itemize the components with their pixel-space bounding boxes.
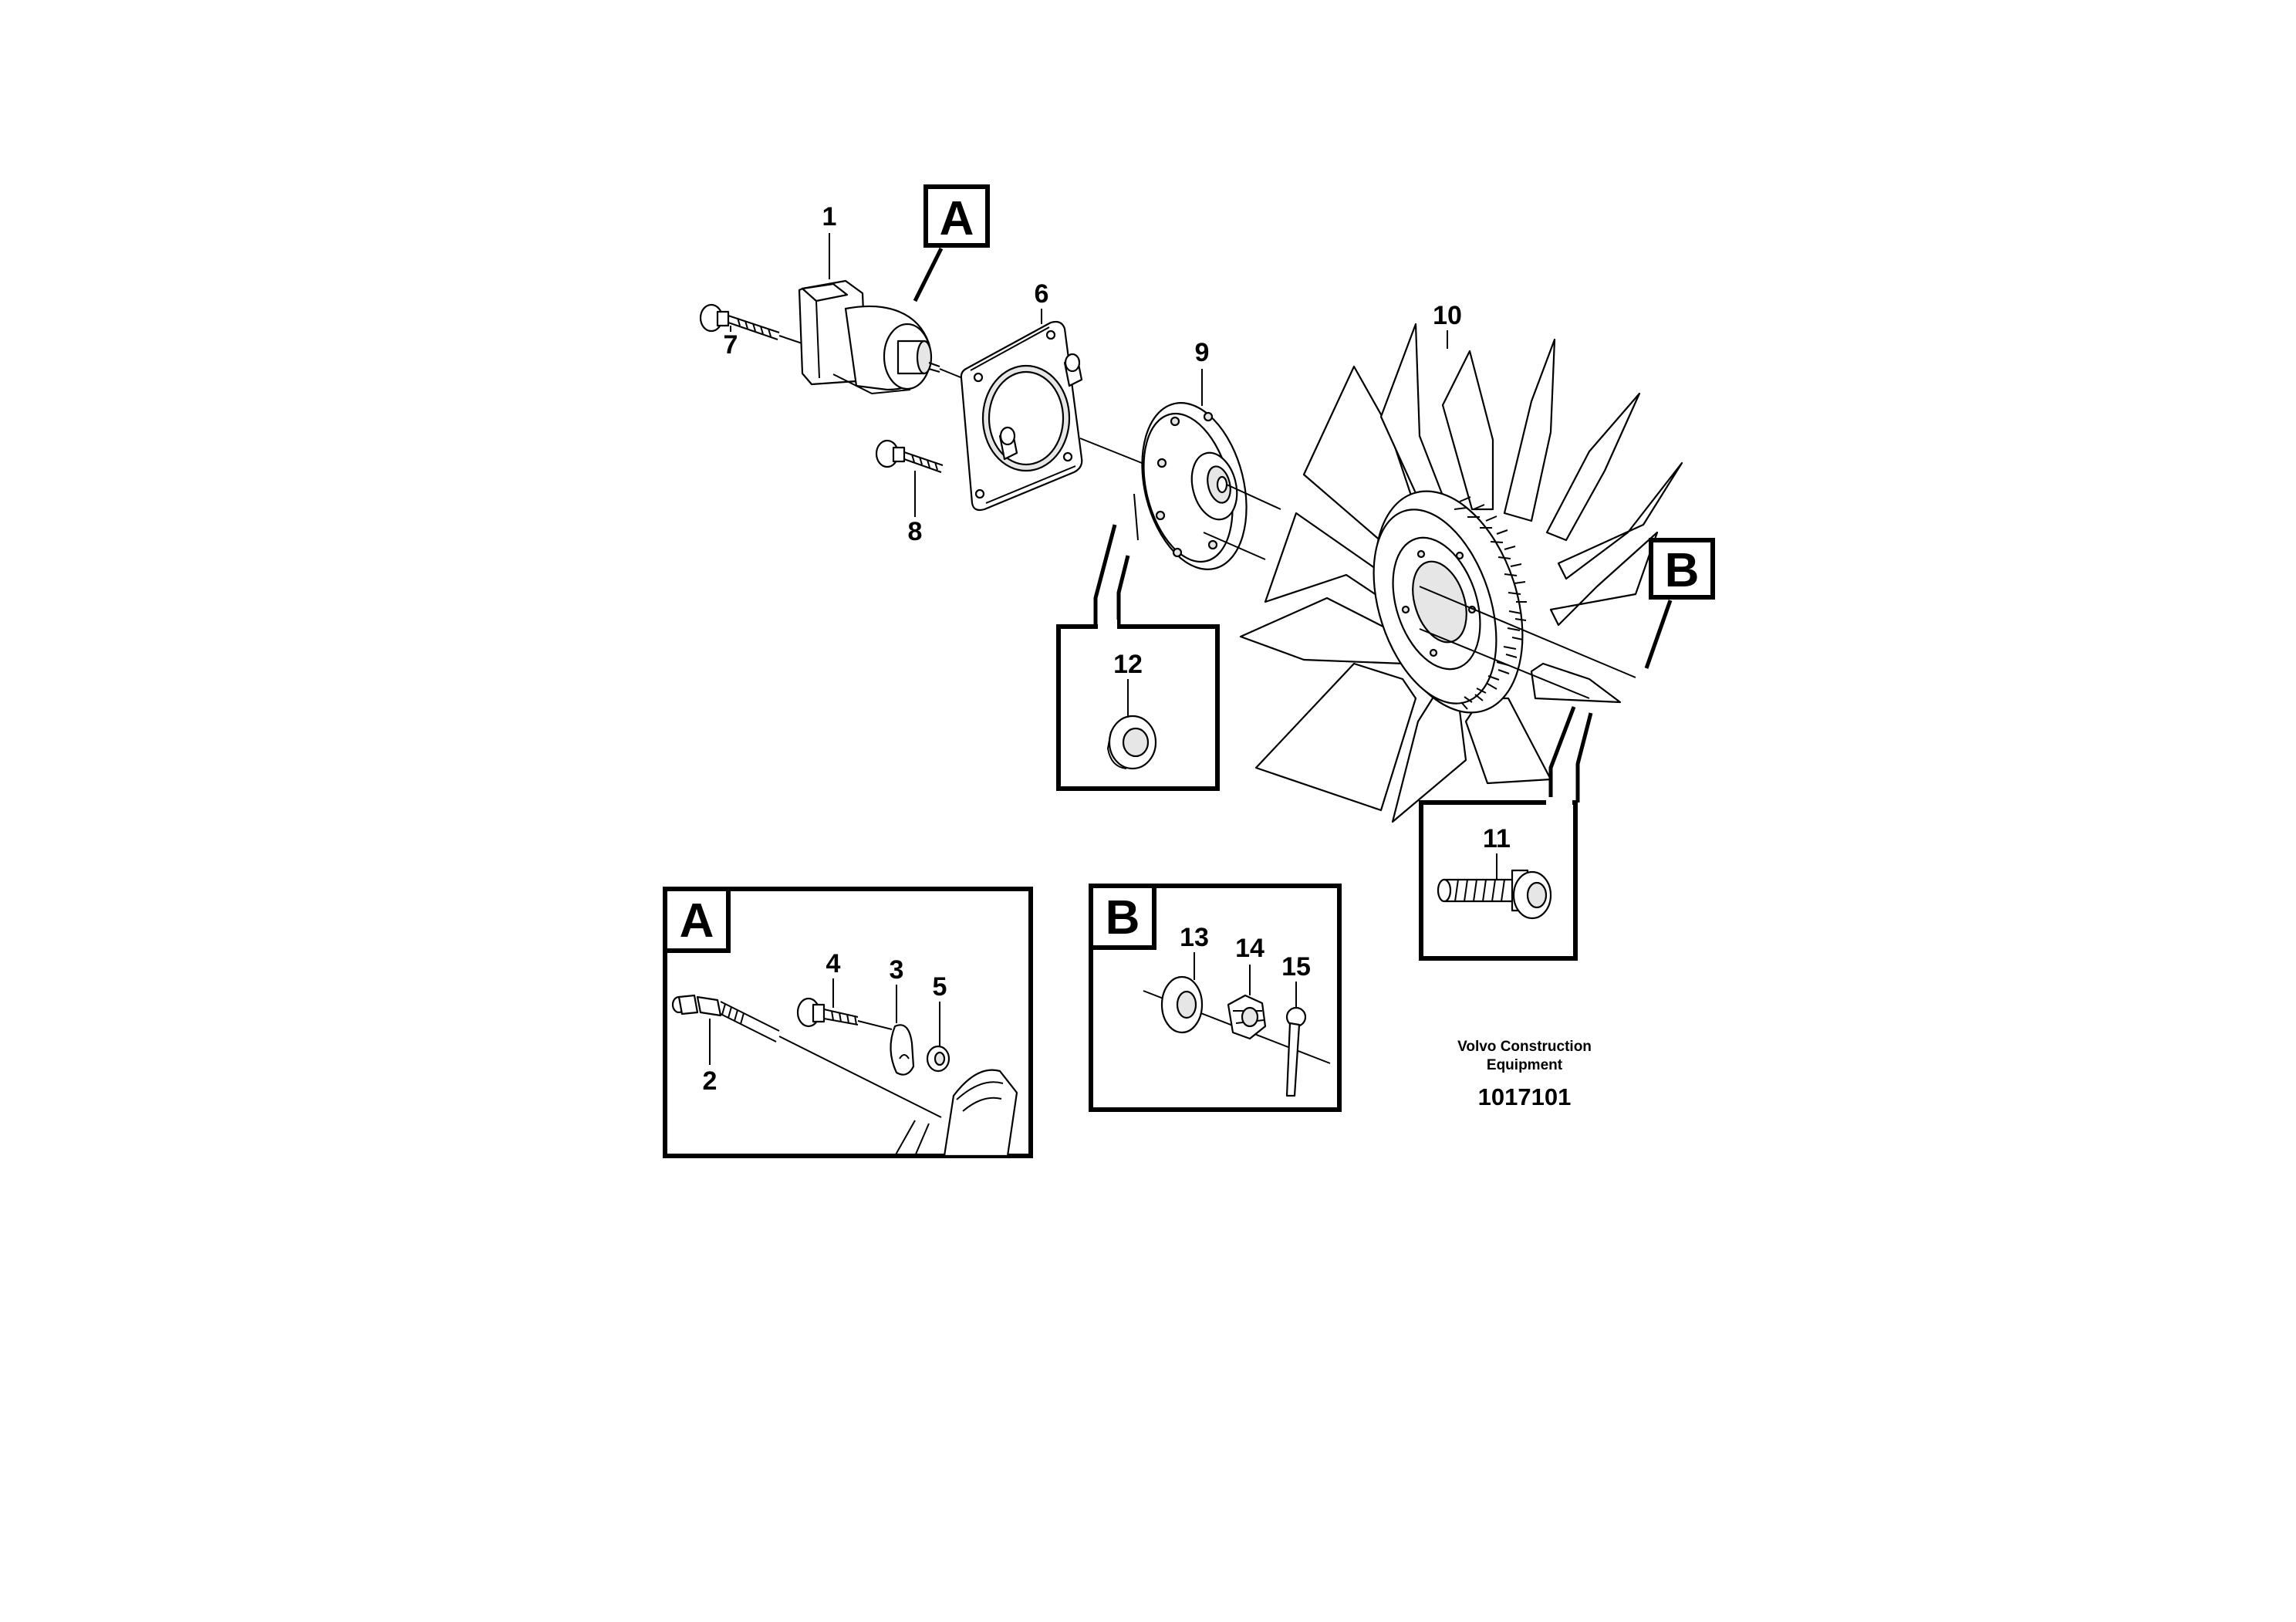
callout-6: 6 bbox=[1035, 279, 1049, 309]
callout-1: 1 bbox=[822, 202, 837, 231]
detail-a-label: A bbox=[940, 192, 974, 245]
inset-detail-b: B bbox=[1089, 884, 1342, 1112]
callout-11: 11 bbox=[1483, 824, 1511, 853]
inset-a-label: A bbox=[680, 894, 714, 948]
callout-box-12 bbox=[1056, 524, 1220, 791]
callout-13: 13 bbox=[1180, 923, 1209, 952]
callout-14: 14 bbox=[1235, 934, 1264, 963]
mounting-plate-6 bbox=[960, 320, 1083, 512]
callout-7: 7 bbox=[724, 330, 738, 360]
detail-ref-b-pointer: B bbox=[1644, 538, 1715, 669]
detail-b-label: B bbox=[1665, 544, 1700, 597]
detail-ref-a-pointer: A bbox=[913, 184, 990, 302]
drawing-footer: Volvo Construction Equipment 1017101 bbox=[1457, 1039, 1592, 1110]
maker-line-1: Volvo Construction bbox=[1457, 1039, 1592, 1055]
callout-numbers: 1 7 6 9 10 8 12 11 4 3 5 2 13 14 15 bbox=[703, 202, 1511, 1096]
callout-10: 10 bbox=[1433, 301, 1462, 330]
sensor-unit-1 bbox=[798, 279, 982, 395]
callout-15: 15 bbox=[1281, 952, 1311, 982]
inset-b-label: B bbox=[1106, 891, 1140, 944]
callout-8: 8 bbox=[908, 517, 923, 546]
callout-12: 12 bbox=[1113, 650, 1143, 679]
bolt-8 bbox=[875, 439, 944, 473]
callout-box-11 bbox=[1419, 706, 1593, 961]
fan-10 bbox=[1239, 323, 1683, 823]
inset-detail-a: A bbox=[663, 887, 1033, 1158]
callout-5: 5 bbox=[933, 972, 947, 1002]
maker-line-2: Equipment bbox=[1487, 1057, 1563, 1073]
callout-9: 9 bbox=[1195, 338, 1210, 367]
callout-3: 3 bbox=[890, 955, 904, 985]
callout-2: 2 bbox=[703, 1066, 718, 1096]
callout-4: 4 bbox=[826, 949, 841, 978]
drawing-number: 1017101 bbox=[1478, 1083, 1572, 1110]
hub-flange-9 bbox=[1133, 402, 1281, 570]
